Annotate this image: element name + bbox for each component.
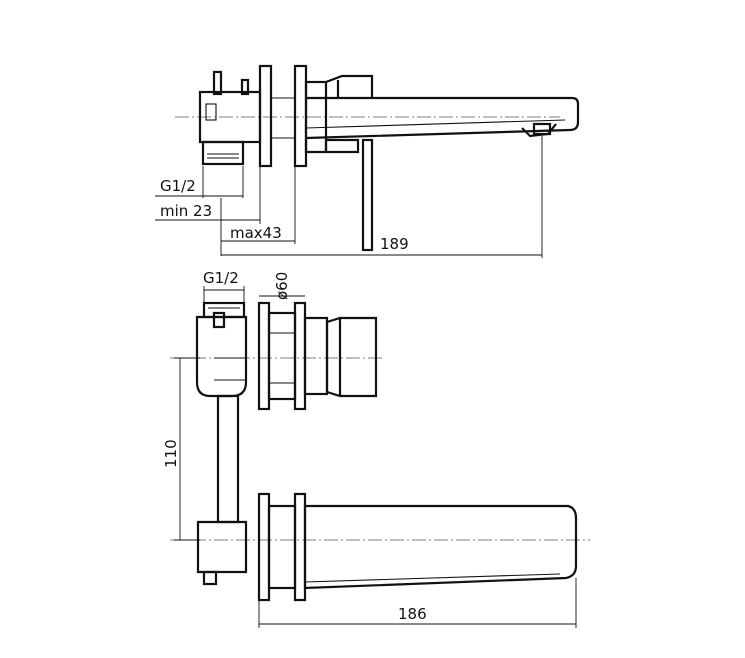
front-view-rosette-back (293, 301, 307, 411)
top-view-body-slot (205, 103, 217, 121)
front-view-connecting-pipe (216, 394, 240, 524)
top-view-handle-base (324, 138, 360, 154)
front-view-spout-rosette-core (267, 504, 297, 590)
top-view-max-label: max43 (230, 224, 282, 242)
front-view-spout-inner (304, 573, 561, 583)
top-view-rosette-back (293, 64, 308, 168)
top-view-sleeve (304, 80, 328, 154)
front-view: G1/2 ø60 110 186 (162, 269, 590, 628)
front-view-thread-nut (212, 311, 226, 329)
top-view-spout-inner (305, 119, 566, 129)
top-view-handle-top (325, 74, 374, 98)
top-view-spout-length-label: 189 (380, 235, 409, 253)
top-view: G1/2 min 23 max43 189 (155, 64, 580, 258)
top-view-min-label: min 23 (160, 202, 212, 220)
front-view-lower-body (196, 520, 248, 574)
front-view-sleeve (303, 316, 329, 396)
front-view-spout-rosette-back (293, 492, 307, 602)
front-view-spout (303, 504, 578, 590)
top-view-lever (361, 138, 374, 252)
front-view-spacing-label: 110 (162, 439, 180, 468)
front-view-mixer-body (195, 315, 248, 398)
front-view-handle (325, 316, 378, 398)
front-view-thread-label: G1/2 (203, 269, 239, 287)
front-view-spout-length-label: 186 (398, 605, 427, 623)
top-view-aerator-ring (532, 122, 552, 136)
top-view-rosette-front (258, 64, 273, 168)
front-view-lower-nut (202, 570, 218, 586)
top-view-fitting-left (212, 70, 223, 96)
top-view-thread-label: G1/2 (160, 177, 196, 195)
front-view-rosette-front (257, 301, 271, 411)
top-view-fitting-right (240, 78, 250, 96)
front-view-rosette-core (267, 311, 297, 401)
front-view-spout-rosette-front (257, 492, 271, 602)
top-view-spout (305, 96, 580, 140)
top-view-thread-connector (201, 140, 245, 166)
front-view-rosette-diameter-label: ø60 (273, 272, 291, 300)
